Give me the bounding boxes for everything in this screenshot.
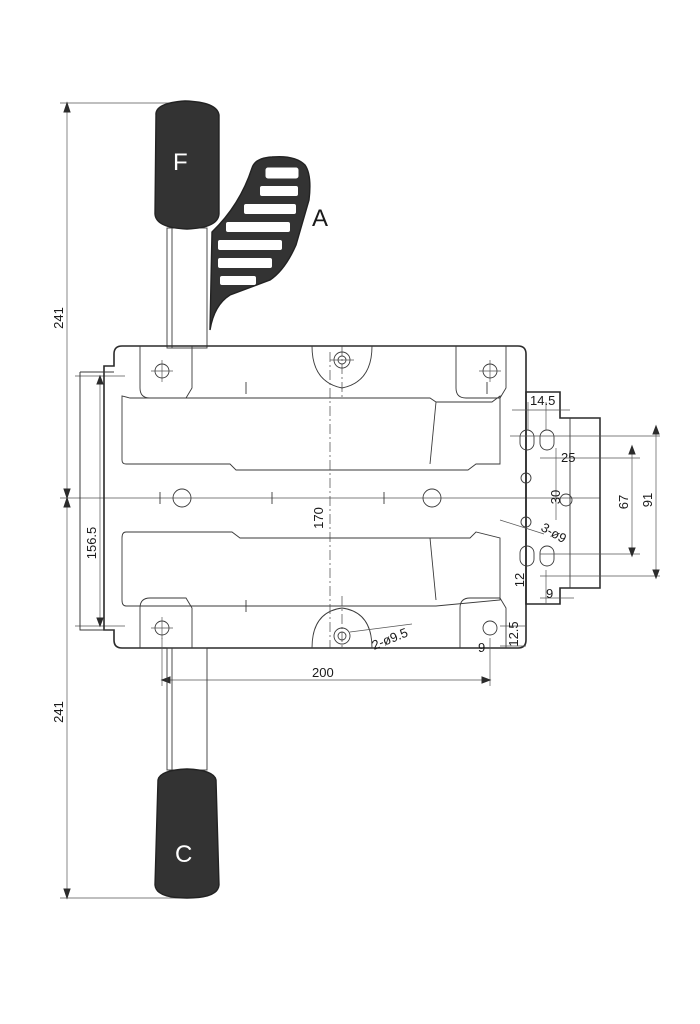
handle-f-label: F [173, 149, 188, 176]
overall-height-dimension [60, 101, 600, 900]
slot-pitch-25-label: 25 [561, 450, 575, 465]
plate-height-label: 156.5 [84, 527, 99, 560]
center-height-label: 170 [311, 507, 326, 529]
lower-height-label: 241 [51, 701, 66, 723]
upper-height-label: 241 [51, 307, 66, 329]
slot-offset-label: 14.5 [530, 393, 555, 408]
lever-a-label: A [312, 205, 328, 232]
height-91-label: 91 [640, 493, 655, 507]
hole-spacing-label: 200 [312, 665, 334, 680]
top-handle: F [154, 100, 220, 349]
main-plate [79, 345, 527, 649]
lever-a: A [209, 155, 328, 331]
slot-pitch-30-label: 30 [548, 490, 563, 504]
handle-c-label: C [175, 841, 192, 868]
bottom-12-5-label: 12.5 [506, 621, 521, 646]
slot-9-label: 9 [546, 586, 553, 601]
bottom-9-label: 9 [478, 640, 485, 655]
right-bracket [510, 391, 660, 605]
small-holes-label: 3-ø9 [539, 520, 570, 546]
height-67-label: 67 [616, 495, 631, 509]
large-hole-leader [349, 623, 413, 633]
hole-spacing-dimension [160, 638, 492, 686]
bottom-handle: C [154, 647, 220, 899]
right-dimensions [499, 402, 660, 647]
slot-width-12-label: 12 [512, 573, 527, 587]
plate-height-dimension [75, 374, 125, 628]
